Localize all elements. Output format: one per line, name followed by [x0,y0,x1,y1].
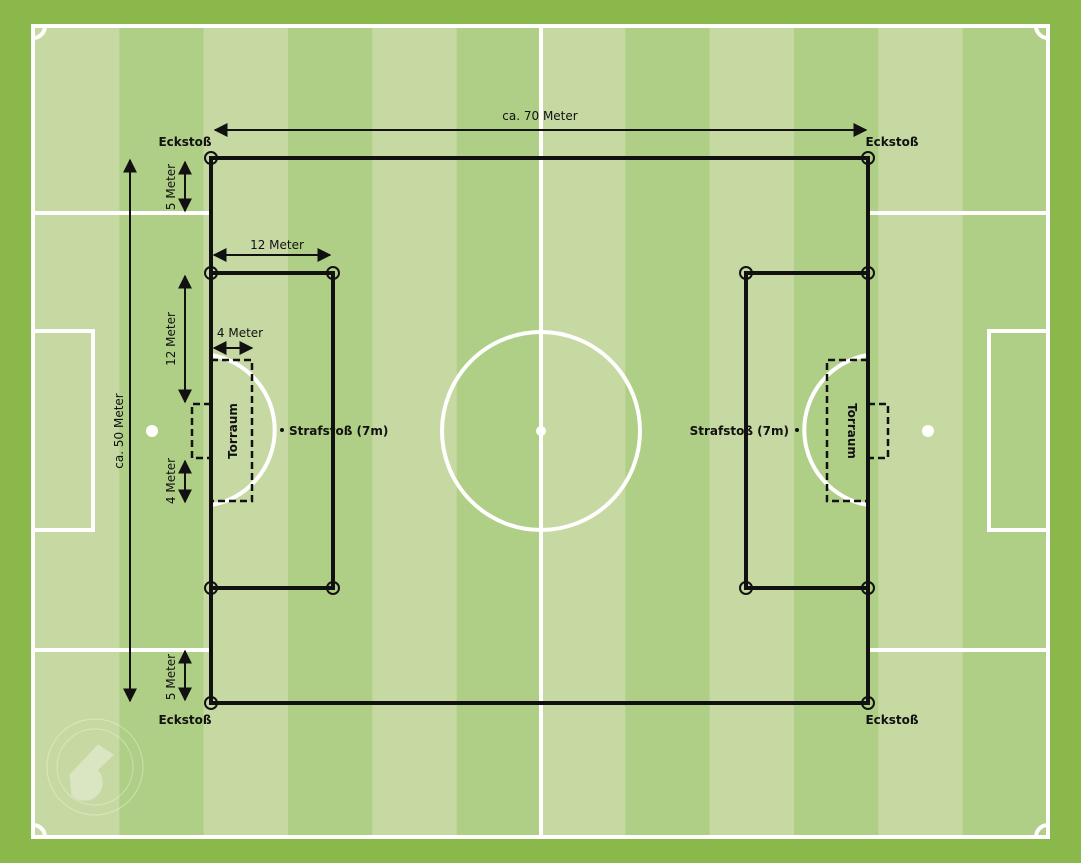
right-goal-area [987,329,1050,532]
corner-offset-label: 5 Meter [164,164,178,210]
corner-arc [1034,25,1049,40]
penalty-depth-label: 12 Meter [250,238,304,252]
corner-label: Eckstoß [158,713,211,727]
left-goal [190,402,211,460]
right-penalty-area [744,271,868,590]
goal-area-offset-label: 4 Meter [164,458,178,504]
penalty-mark [795,428,799,432]
corner-marker [204,696,218,710]
penalty-spot [146,425,158,437]
grass-stripe [709,28,795,835]
corner-arc [32,25,47,40]
penalty-kick-label: Strafstoß (7m) [690,424,789,438]
field-boundary [209,156,870,705]
post-markers [204,151,875,710]
torraum-label: Torraum [226,403,240,459]
corner-marker [204,151,218,165]
goal-markings [190,358,890,503]
corner-arc [32,823,47,838]
penalty-spot [922,425,934,437]
left-penalty-area [211,271,335,590]
field-markings [209,156,870,705]
corner-marker [861,696,875,710]
corner-label: Eckstoß [158,135,211,149]
grass-stripe [878,28,964,835]
corner-label: Eckstoß [865,135,918,149]
left-goal-arc [210,353,277,507]
torraum-label: Torraum [845,403,859,459]
penalty-height-label: 12 Meter [164,312,178,366]
right-goal-arc [802,353,869,507]
center-spot [536,426,546,436]
right-torraum [825,358,868,503]
grass-stripe [962,28,1048,835]
left-torraum [211,358,254,503]
grass-stripe [456,28,542,835]
penalty-kick-label: Strafstoß (7m) [289,424,388,438]
width-label: ca. 50 Meter [112,393,126,468]
penalty-mark [280,428,284,432]
corner-marker [861,151,875,165]
center-circle [440,330,642,532]
grass-stripe [35,28,120,835]
right-goal [868,402,890,460]
length-label: ca. 70 Meter [502,109,577,123]
left-goal-area [31,329,95,532]
watermark-logo [46,718,144,816]
goal-area-depth-label: 4 Meter [217,326,263,340]
corner-label: Eckstoß [865,713,918,727]
corner-offset-label: 5 Meter [164,654,178,700]
dimension-arrows [123,123,868,703]
spots [146,425,934,437]
whistle-icon [69,744,114,801]
corner-arc [1034,823,1049,838]
grass-stripe [288,28,373,835]
grass-stripe [541,28,626,835]
